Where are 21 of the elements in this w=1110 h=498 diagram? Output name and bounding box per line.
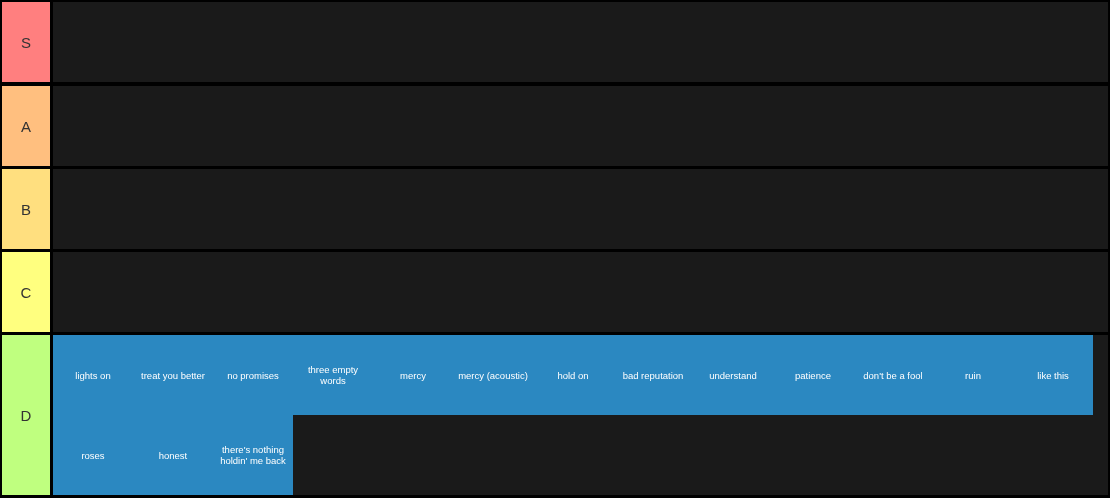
- item-tile: understand: [693, 335, 773, 415]
- tier-label: S: [2, 2, 50, 82]
- item-tile: mercy (acoustic): [453, 335, 533, 415]
- item-tile: three empty words: [293, 335, 373, 415]
- item-tile: patience: [773, 335, 853, 415]
- item-tile: lights on: [53, 335, 133, 415]
- tier-label: C: [2, 252, 50, 332]
- item-tile: mercy: [373, 335, 453, 415]
- item-tile: don't be a fool: [853, 335, 933, 415]
- tier-label: D: [2, 335, 50, 495]
- tier-label: B: [2, 169, 50, 249]
- item-tile: roses: [53, 415, 133, 495]
- item-tile: treat you better: [133, 335, 213, 415]
- item-tile: like this: [1013, 335, 1093, 415]
- item-tile: there's nothing holdin' me back: [213, 415, 293, 495]
- item-tile: hold on: [533, 335, 613, 415]
- tier-label: A: [2, 86, 50, 166]
- item-tile: no promises: [213, 335, 293, 415]
- item-tile: honest: [133, 415, 213, 495]
- item-tile: ruin: [933, 335, 1013, 415]
- item-tile: bad reputation: [613, 335, 693, 415]
